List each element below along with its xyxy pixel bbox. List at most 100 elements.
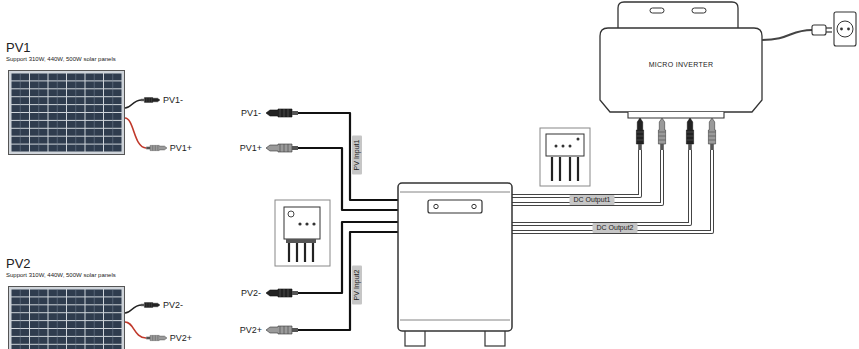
battery-box (400, 192, 510, 193)
connector-name: PV2- (163, 300, 183, 311)
panel-cables (125, 305, 142, 313)
bus-line (20, 289, 21, 349)
panel-note: Support 310W, 440W, 500W solar panels (6, 55, 138, 63)
connector-name: PV2+ (170, 333, 192, 344)
ac-plug (847, 28, 850, 31)
bus-line (112, 289, 113, 349)
micro-inverter (686, 118, 693, 150)
bus-line (75, 73, 76, 152)
output-tag: DC Output1 (570, 195, 615, 205)
battery-box (400, 320, 510, 321)
dc-output-wires (512, 150, 690, 224)
battery-box (398, 183, 512, 331)
input-inset (304, 243, 306, 262)
micro-inverter (658, 118, 665, 150)
solar-panel-graphic (8, 70, 125, 155)
bus-line (38, 289, 39, 349)
micro-inverter (636, 118, 643, 150)
battery-box (428, 200, 482, 213)
ac-plug (840, 28, 843, 31)
pv-input-wires (298, 113, 398, 200)
input-inset (312, 222, 315, 225)
panel-cables (141, 98, 160, 103)
panel-cables (125, 118, 146, 148)
input-inset (305, 222, 308, 225)
wire-end-connectors (266, 289, 298, 297)
bus-line (57, 289, 58, 349)
connector-name: PV1- (241, 108, 261, 119)
connector-name: PV2- (241, 288, 261, 299)
input-inset (275, 200, 330, 266)
bus-line (20, 73, 21, 152)
panel-frame (9, 287, 125, 349)
micro-inverter (628, 112, 724, 118)
output-inset (559, 157, 561, 181)
output-inset (555, 145, 558, 148)
bus-line (38, 73, 39, 152)
battery-box (434, 204, 438, 208)
input-inset (298, 222, 301, 225)
panel-heading: PV1 (6, 40, 138, 55)
ac-plug (812, 25, 826, 35)
panel-note: Support 310W, 440W, 500W solar panels (6, 271, 138, 279)
output-inset (569, 157, 571, 181)
bus-line (57, 73, 58, 152)
panel-cables (125, 322, 146, 338)
panel-cables (146, 145, 167, 150)
input-inset (288, 211, 294, 217)
connector-name: PV2+ (240, 325, 262, 336)
device-name: MICRO INVERTER (649, 60, 714, 69)
bus-line (75, 289, 76, 349)
input-inset (312, 243, 314, 262)
wire-end-connectors (266, 326, 298, 334)
output-inset (552, 157, 578, 181)
panel-cables (146, 335, 167, 340)
connector-name: PV1+ (170, 143, 192, 154)
battery-box (472, 204, 476, 208)
output-inset (546, 134, 584, 156)
wire-end-connectors (266, 109, 298, 117)
output-inset (540, 128, 590, 186)
battery-box (398, 183, 512, 346)
ac-plug (762, 30, 812, 40)
input-inset (288, 243, 290, 262)
micro-inverter (600, 28, 762, 112)
solar-panel-graphic (8, 286, 125, 349)
input-tag: PV Input2 (352, 266, 362, 305)
panel-heading: PV2 (6, 256, 138, 271)
solar-panel: PV2Support 310W, 440W, 500W solar panels (6, 256, 138, 349)
micro-inverter (650, 8, 664, 13)
wire-end-connectors (266, 144, 298, 152)
solar-panel: PV1Support 310W, 440W, 500W solar panels (6, 40, 138, 170)
bus-line (112, 73, 113, 152)
panel-cables (141, 303, 160, 308)
micro-inverter (600, 2, 762, 150)
ac-plug (826, 31, 832, 32)
panel-cables (125, 98, 167, 341)
output-inset (577, 138, 580, 141)
micro-inverter (692, 8, 706, 13)
input-inset (284, 207, 320, 239)
output-inset (569, 145, 572, 148)
input-inset (286, 239, 316, 243)
connector-name: PV1+ (240, 143, 262, 154)
input-tag: PV Input1 (352, 136, 362, 175)
output-inset (562, 145, 565, 148)
ac-plug (834, 12, 856, 46)
inverter-box: MICRO INVERTER (600, 30, 762, 112)
input-inset (289, 243, 313, 262)
connector-name: PV1- (163, 95, 183, 106)
output-inset (577, 157, 579, 181)
input-inset (296, 243, 298, 262)
bus-line (94, 73, 95, 152)
ac-plug (762, 12, 856, 46)
input-inset (275, 200, 330, 266)
bus-line (94, 289, 95, 349)
output-tag: DC Output2 (593, 223, 638, 233)
micro-inverter (708, 118, 715, 150)
panel-frame (9, 71, 125, 155)
pv-input-wires (298, 232, 398, 330)
ac-plug (826, 27, 832, 28)
dc-output-wires (512, 150, 690, 224)
